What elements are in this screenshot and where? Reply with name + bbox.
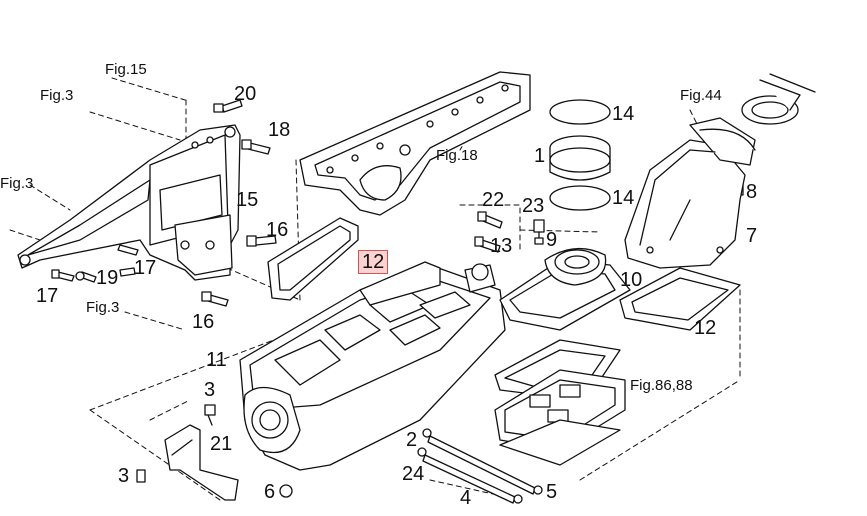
part-number-11[interactable]: 11 xyxy=(206,349,227,371)
intercooler-body xyxy=(239,261,506,471)
part-number-10[interactable]: 10 xyxy=(620,269,643,291)
part-number-22[interactable]: 22 xyxy=(482,189,505,211)
part-number-16-upper[interactable]: 16 xyxy=(266,219,289,241)
part-number-8[interactable]: 8 xyxy=(746,181,758,203)
bottom-cover xyxy=(494,339,626,466)
bolts-bottom xyxy=(136,404,543,504)
part-number-20[interactable]: 20 xyxy=(234,83,257,105)
figure-ref-86-88[interactable]: Fig.86,88 xyxy=(630,377,693,394)
part-number-9[interactable]: 9 xyxy=(546,229,558,251)
part-number-24[interactable]: 24 xyxy=(402,463,425,485)
elbow-duct xyxy=(624,117,756,269)
part-number-7[interactable]: 7 xyxy=(746,225,758,247)
figure-ref-18[interactable]: Fig.18 xyxy=(436,147,478,164)
bolts-left xyxy=(51,99,277,307)
figure-ref-15[interactable]: Fig.15 xyxy=(105,61,147,78)
part-number-2[interactable]: 2 xyxy=(406,429,418,451)
part-number-14-upper[interactable]: 14 xyxy=(612,103,635,125)
part-number-17-upper[interactable]: 17 xyxy=(134,257,157,279)
gasket-left xyxy=(267,217,359,301)
part-number-12[interactable]: 12 xyxy=(694,317,717,339)
o-rings xyxy=(549,99,611,211)
part-number-18[interactable]: 18 xyxy=(268,119,291,141)
figure-ref-3-left[interactable]: Fig.3 xyxy=(0,175,34,192)
part-number-3-lower[interactable]: 3 xyxy=(118,465,130,487)
part-number-17-lower[interactable]: 17 xyxy=(36,285,59,307)
part-number-12-highlighted[interactable]: 12 xyxy=(358,250,389,274)
figure-ref-44[interactable]: Fig.44 xyxy=(680,87,722,104)
figure-ref-3-bottom[interactable]: Fig.3 xyxy=(86,299,120,316)
part-number-19[interactable]: 19 xyxy=(96,267,119,289)
manifold-cover xyxy=(299,71,531,216)
figure-ref-3-top[interactable]: Fig.3 xyxy=(40,87,74,104)
part-number-13[interactable]: 13 xyxy=(490,235,513,257)
part-number-14-lower[interactable]: 14 xyxy=(612,187,635,209)
part-number-5[interactable]: 5 xyxy=(546,481,558,503)
part-number-4[interactable]: 4 xyxy=(460,487,472,509)
bracket-assembly xyxy=(17,124,241,281)
part-number-16-lower[interactable]: 16 xyxy=(192,311,215,333)
part-number-15[interactable]: 15 xyxy=(236,189,259,211)
flange-plate xyxy=(499,247,631,331)
bracket-21 xyxy=(164,424,239,501)
part-number-1[interactable]: 1 xyxy=(534,145,546,167)
gasket-right xyxy=(619,267,741,331)
hose-coupling xyxy=(741,73,816,125)
part-number-3-upper[interactable]: 3 xyxy=(204,379,216,401)
part-number-23[interactable]: 23 xyxy=(522,195,545,217)
part-number-6[interactable]: 6 xyxy=(264,481,276,503)
part-number-21[interactable]: 21 xyxy=(210,433,233,455)
